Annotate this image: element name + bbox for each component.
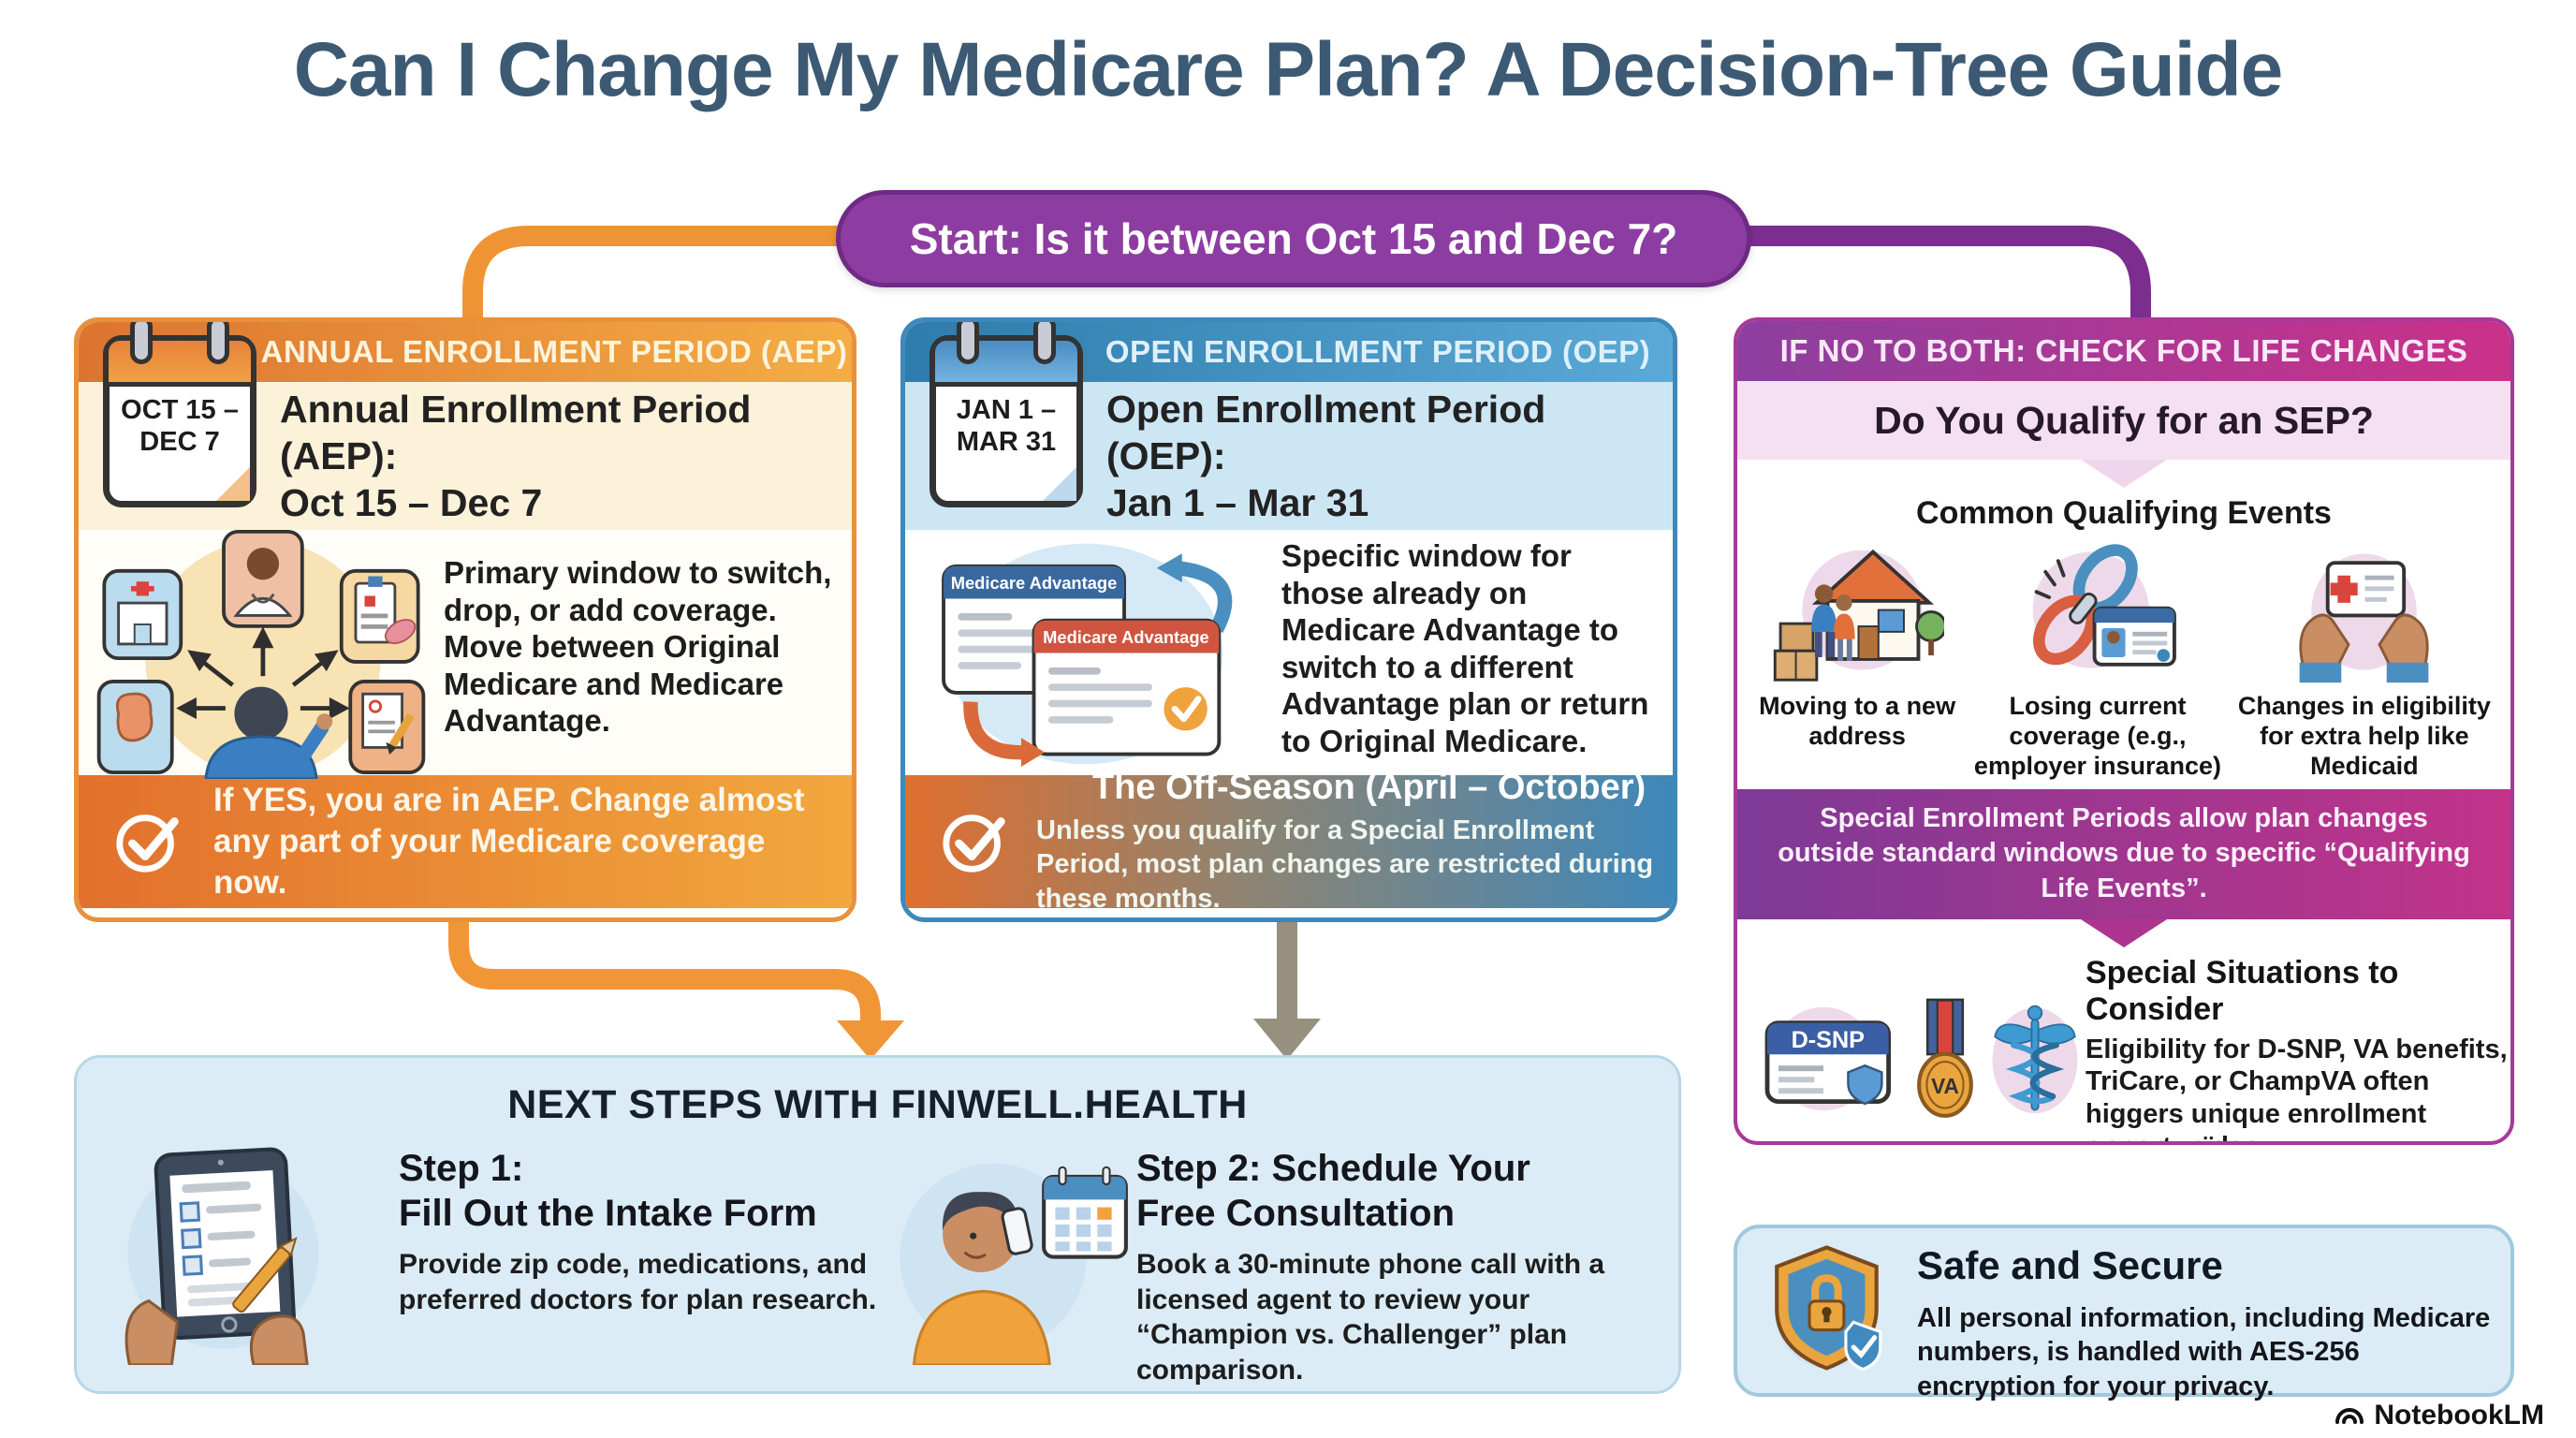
sep-question-band: Do You Qualify for an SEP? (1737, 381, 2510, 460)
chevron-down-icon (2081, 918, 2167, 947)
step2-title: Step 2: Schedule Your Free Consultation (1136, 1146, 1661, 1236)
sep-panel: IF NO TO BOTH: CHECK FOR LIFE CHANGES Do… (1734, 317, 2514, 1145)
calendar-date-line1: OCT 15 – (121, 395, 239, 425)
start-banner: Start: Is it between Oct 15 and Dec 7? (836, 190, 1751, 287)
oep-footer: The Off-Season (April – October) Unless … (905, 768, 1673, 914)
sep-info-band: Special Enrollment Periods allow plan ch… (1737, 788, 2510, 919)
special-situations-body: Eligibility for D-SNP, VA benefits, TriC… (2086, 1034, 2508, 1141)
off-season-title: The Off-Season (April – October) (1092, 768, 1647, 808)
qualifying-events-row: Moving to a new address (1737, 532, 2510, 782)
medicare-advantage-card-label: Medicare Advantage (951, 573, 1118, 593)
hands-health-card-icon (2299, 553, 2429, 683)
start-banner-text: Start: Is it between Oct 15 and Dec 7? (909, 214, 1678, 263)
branding-text: NotebookLM (2374, 1400, 2544, 1431)
calendar-fold (216, 467, 250, 501)
calendar-icon: OCT 15 – DEC 7 (103, 322, 256, 507)
dsnp-card-icon: D-SNP (1764, 1007, 1891, 1111)
step2-body: Book a 30-minute phone call with a licen… (1136, 1249, 1605, 1386)
phone-call-icon (900, 1163, 1128, 1365)
branding: NotebookLM (2333, 1399, 2544, 1432)
calendar-date-line2: DEC 7 (139, 427, 220, 458)
step2-text: Step 2: Schedule Your Free Consultation … (1136, 1146, 1661, 1387)
next-steps-panel: NEXT STEPS WITH FINWELL.HEALTH (74, 1055, 1681, 1394)
step1-title: Step 1: Fill Out the Intake Form (399, 1146, 904, 1236)
special-situations: D-SNP VA (1737, 947, 2510, 1141)
next-steps-title: NEXT STEPS WITH FINWELL.HEALTH (507, 1082, 1248, 1127)
plan-swap-illustration-icon: Medicare Advantage Medicare Advantage (942, 543, 1233, 768)
off-season-body: Unless you qualify for a Special Enrollm… (1036, 815, 1654, 914)
step1-title-line2: Fill Out the Intake Form (399, 1193, 817, 1234)
step1-text: Step 1: Fill Out the Intake Form Provide… (399, 1146, 904, 1317)
calendar-fold (1043, 467, 1076, 501)
event-label: Changes in eligibility for extra help li… (2237, 692, 2491, 780)
aep-title: Annual Enrollment Period (AEP): Oct 15 –… (280, 386, 852, 526)
chevron-down-icon (2081, 460, 2167, 488)
special-situations-icons: D-SNP VA (1756, 996, 2086, 1122)
aep-footer-text: If YES, you are in AEP. Change almost an… (213, 782, 805, 901)
sep-info-text: Special Enrollment Periods allow plan ch… (1778, 802, 2470, 903)
qualifying-events-title: Common Qualifying Events (1916, 495, 2332, 531)
event-label: Moving to a new address (1759, 692, 1956, 750)
va-label: VA (1931, 1074, 1959, 1098)
calendar-date-line2: MAR 31 (956, 427, 1057, 458)
aep-header-text: ANNUAL ENROLLMENT PERIOD (AEP) (260, 334, 848, 369)
oep-panel: OPEN ENROLLMENT PERIOD (OEP) Open Enroll… (900, 317, 1677, 922)
special-situations-title: Special Situations to Consider (2086, 954, 2399, 1027)
aep-panel: ANNUAL ENROLLMENT PERIOD (AEP) Annual En… (74, 317, 856, 922)
coverage-choices-illustration-icon (96, 529, 426, 779)
aep-title-line1: Annual Enrollment Period (AEP): (280, 387, 752, 477)
aep-description: Primary window to switch, drop, or add c… (444, 555, 832, 739)
safe-secure-title: Safe and Secure (1917, 1243, 2223, 1287)
event-losing-coverage: Losing current coverage (e.g., employer … (1962, 537, 2233, 782)
step1-body: Provide zip code, medications, and prefe… (399, 1249, 877, 1315)
medicare-advantage-card-label: Medicare Advantage (1043, 627, 1209, 647)
calendar-date: OCT 15 – DEC 7 (110, 394, 250, 458)
broken-chain-icon (2033, 544, 2177, 668)
calendar-date: JAN 1 – MAR 31 (936, 394, 1076, 458)
oep-title: Open Enrollment Period (OEP): Jan 1 – Ma… (1106, 386, 1673, 526)
step2-title-line1: Step 2: Schedule Your (1136, 1148, 1530, 1189)
check-circle-icon (943, 814, 1005, 873)
sep-header: IF NO TO BOTH: CHECK FOR LIFE CHANGES (1737, 321, 2510, 381)
dsnp-label: D-SNP (1792, 1027, 1865, 1053)
aep-body: Primary window to switch, drop, or add c… (79, 529, 852, 779)
calendar-ring-icon (130, 322, 153, 364)
calendar-ring-icon (957, 322, 979, 364)
aep-title-line2: Oct 15 – Dec 7 (280, 481, 543, 525)
event-label: Losing current coverage (e.g., employer … (1973, 692, 2222, 780)
house-moving-icon (1773, 549, 1947, 682)
va-medal-icon: VA (1917, 998, 1973, 1119)
calendar-date-line1: JAN 1 – (956, 395, 1057, 425)
calendar-ring-icon (1033, 322, 1056, 364)
oep-footer-text: The Off-Season (April – October) Unless … (1036, 768, 1673, 916)
event-moving: Moving to a new address (1752, 537, 1962, 782)
calendar-icon: JAN 1 – MAR 31 (929, 322, 1083, 507)
oep-title-line2: Jan 1 – Mar 31 (1106, 481, 1369, 525)
oep-description: Specific window for those already on Med… (1281, 538, 1649, 758)
calendar-ring-icon (207, 322, 229, 364)
check-circle-icon (116, 814, 179, 873)
oep-header-text: OPEN ENROLLMENT PERIOD (OEP) (1105, 334, 1651, 369)
safe-secure-body: All personal information, including Medi… (1917, 1303, 2491, 1401)
oep-title-line1: Open Enrollment Period (OEP): (1106, 387, 1546, 477)
safe-secure-panel: Safe and Secure All personal information… (1734, 1225, 2514, 1401)
notebooklm-logo (2335, 1408, 2364, 1424)
security-shield-icon (1775, 1245, 1882, 1372)
event-eligibility-change: Changes in eligibility for extra help li… (2233, 537, 2496, 782)
step2-title-line2: Free Consultation (1136, 1193, 1456, 1234)
caduceus-icon (1992, 1005, 2078, 1114)
special-situations-text: Special Situations to Consider Eligibili… (2086, 954, 2509, 1141)
aep-footer: If YES, you are in AEP. Change almost an… (79, 775, 852, 908)
intake-form-tablet-icon (124, 1147, 319, 1365)
sep-question-text: Do You Qualify for an SEP? (1874, 398, 2374, 442)
page-title: Can I Change My Medicare Plan? A Decisio… (293, 27, 2284, 112)
sep-header-text: IF NO TO BOTH: CHECK FOR LIFE CHANGES (1779, 333, 2468, 368)
step1-title-line1: Step 1: (399, 1148, 524, 1189)
oep-body: Medicare Advantage Medicare Advantage (905, 530, 1673, 775)
